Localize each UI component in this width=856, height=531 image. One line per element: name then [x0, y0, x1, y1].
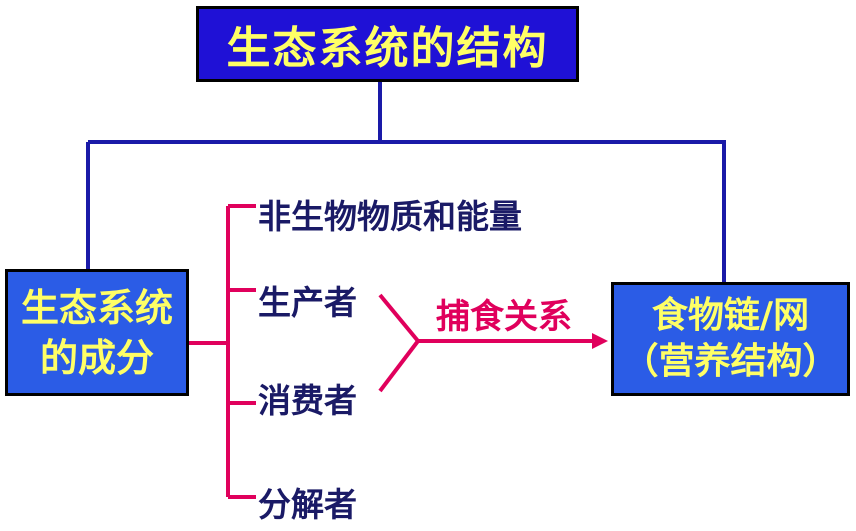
title-text: 生态系统的结构: [226, 23, 549, 74]
component-consumers: 消费者: [258, 381, 357, 420]
components-box-line2: 的成分: [39, 335, 154, 380]
result-box-line2: （营养结构）: [622, 341, 839, 382]
producer-converge-line: [378, 293, 420, 343]
components-box: 生态系统 的成分: [5, 269, 189, 396]
relation-arrow-head: [592, 333, 608, 349]
component-decomposers: 分解者: [258, 485, 357, 524]
component-producers: 生产者: [258, 283, 357, 322]
title-box: 生态系统的结构: [196, 6, 579, 82]
relation-label: 捕食关系: [436, 297, 572, 337]
component-abiotic: 非生物物质和能量: [258, 197, 522, 236]
consumer-converge-line: [378, 339, 420, 393]
components-box-line1: 生态系统: [20, 285, 173, 330]
result-box: 食物链/网 （营养结构）: [611, 282, 850, 396]
result-box-line1: 食物链/网: [651, 295, 810, 336]
